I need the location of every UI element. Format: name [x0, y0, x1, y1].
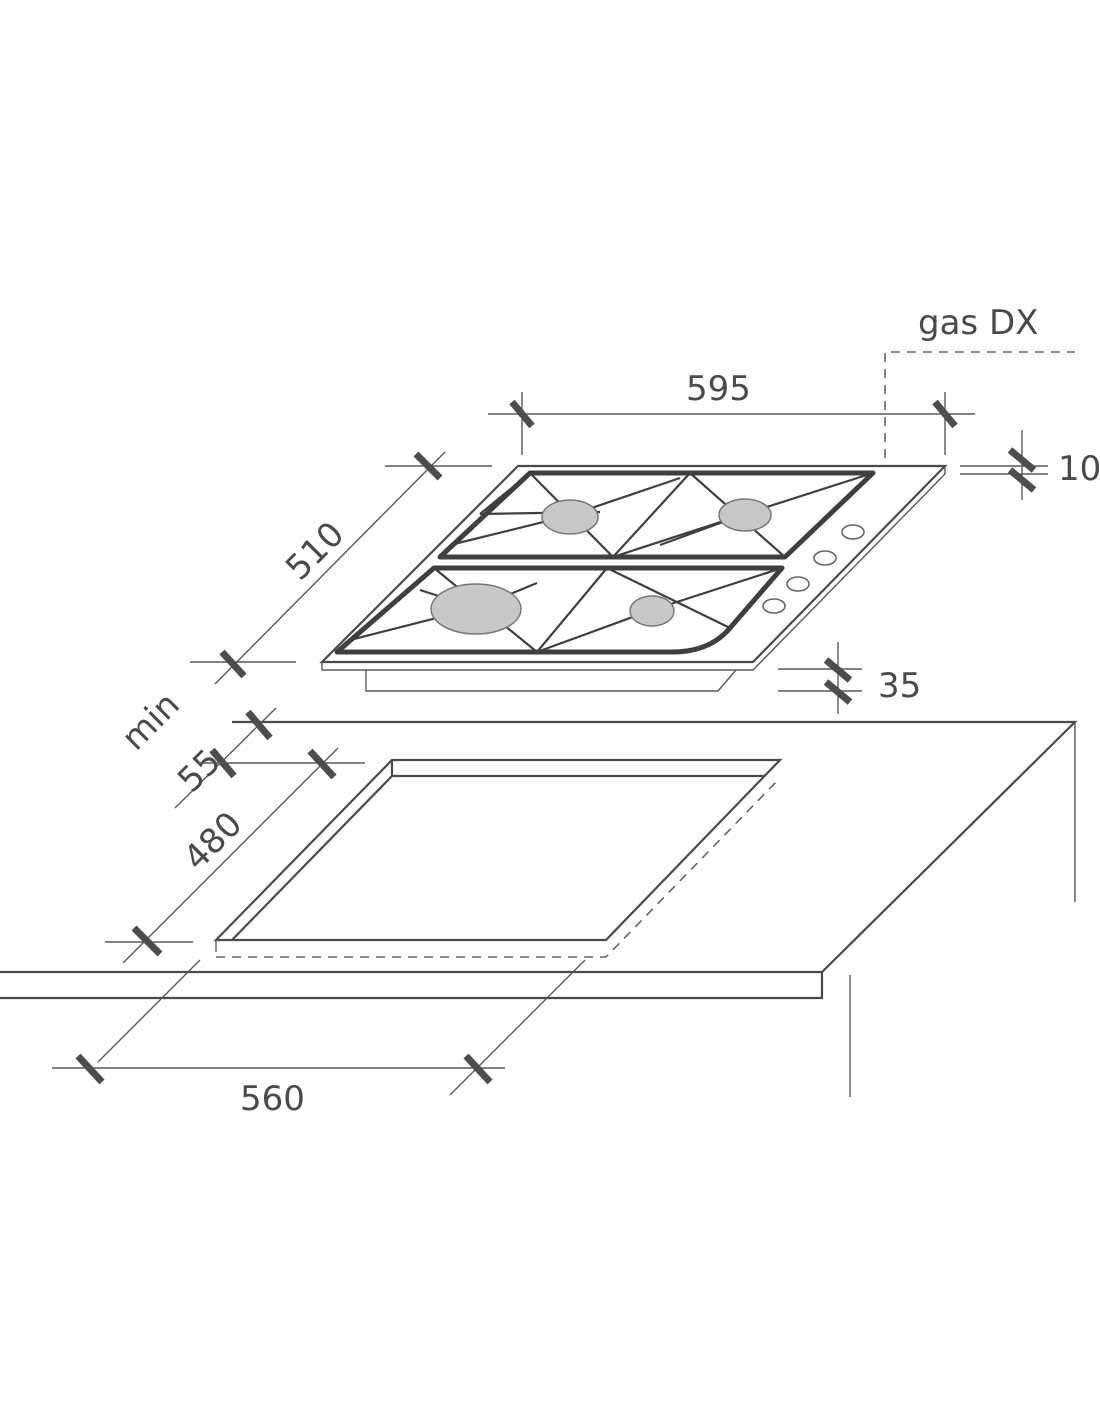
gas-hob: [319, 464, 948, 692]
dimension-label-510: 510: [278, 514, 352, 588]
dimension-min-distance: min 55: [114, 685, 277, 809]
burner-rear-right: [718, 498, 772, 532]
dimension-cutout-depth: 480: [105, 747, 365, 964]
dimension-label-595: 595: [686, 369, 751, 409]
countertop: [0, 720, 1078, 1097]
min-label: min: [114, 685, 188, 759]
dimension-height-below: 35: [778, 642, 921, 714]
knob-1: [841, 524, 865, 540]
dimension-top-thickness: 10: [960, 430, 1100, 500]
knob-4: [762, 598, 786, 614]
dimension-label-10: 10: [1058, 449, 1100, 489]
dimension-cutout-width: 560: [52, 959, 586, 1119]
knob-2: [813, 550, 837, 566]
dimension-hob-width: 595: [488, 369, 975, 455]
burner-front-left: [430, 583, 522, 635]
dimension-label-480: 480: [176, 804, 250, 878]
dimension-label-55: 55: [170, 741, 229, 800]
burner-front-right: [629, 595, 675, 627]
gas-connection-marker: gas DX: [884, 303, 1075, 458]
knob-3: [786, 576, 810, 592]
burner-rear-left: [541, 499, 599, 535]
dimension-label-35: 35: [878, 666, 921, 706]
dimension-label-560: 560: [240, 1079, 305, 1119]
cutout: [213, 758, 783, 958]
gas-side-label: gas DX: [918, 303, 1038, 343]
